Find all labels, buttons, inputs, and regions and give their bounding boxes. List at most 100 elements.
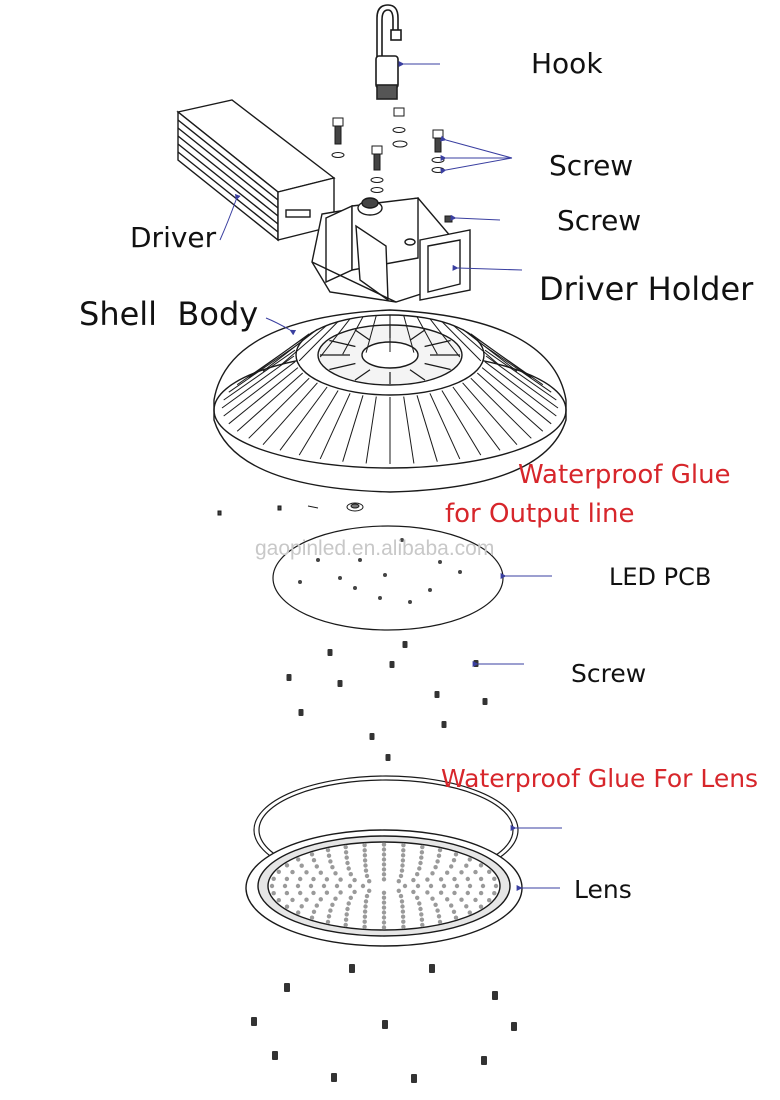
- lens-cell: [467, 910, 472, 915]
- label-screw-top: Screw: [549, 149, 634, 182]
- lens-screw: [251, 1017, 257, 1026]
- heatsink-fin: [403, 396, 415, 464]
- heatsink-fin: [223, 361, 296, 417]
- led-pcb-part: [272, 525, 504, 631]
- heatsink-fin: [476, 372, 544, 432]
- lens-cell: [449, 864, 454, 869]
- lens-cell: [451, 909, 457, 914]
- lens-cell: [425, 877, 430, 882]
- lens-cell: [299, 863, 304, 868]
- lens-screw: [492, 991, 498, 1000]
- pcb-hole: [316, 558, 320, 562]
- lens-cell: [298, 876, 303, 882]
- lens-cell: [271, 876, 276, 881]
- lens-cell: [318, 870, 323, 875]
- hook-part: [375, 4, 402, 100]
- lens-cell: [345, 860, 350, 866]
- lens-cell: [362, 919, 367, 924]
- small-screw: [389, 661, 395, 668]
- top-screws: [331, 107, 453, 223]
- lens-cell: [381, 895, 387, 900]
- small-screw: [441, 721, 447, 728]
- lens-cell: [441, 883, 447, 889]
- lens-cell: [381, 852, 387, 857]
- lens-cell: [298, 890, 303, 896]
- lens-cell: [415, 895, 420, 900]
- lens-cell: [326, 853, 332, 858]
- lens-cell: [465, 876, 470, 882]
- lens-screw: [272, 1051, 278, 1060]
- lens-cell: [304, 870, 309, 875]
- lens-cell: [480, 883, 486, 889]
- heatsink-fin: [248, 333, 310, 379]
- hub-rib: [354, 329, 371, 341]
- lens-cell: [346, 901, 351, 906]
- lens-cell: [478, 904, 484, 909]
- small-screw: [286, 674, 292, 681]
- lens-cell: [452, 890, 457, 896]
- lens-cell: [453, 915, 459, 920]
- heatsink-fin: [441, 390, 482, 456]
- lens-cell: [324, 890, 330, 895]
- lens-cell: [347, 883, 353, 889]
- heatsink-fin: [365, 315, 377, 353]
- lens-cell: [344, 855, 349, 860]
- lens-cell: [419, 912, 424, 917]
- pcb-hole: [428, 588, 432, 592]
- lens-cell: [333, 896, 338, 901]
- pcb-hole: [358, 558, 362, 562]
- lens-cell: [459, 897, 464, 902]
- heatsink-fin: [228, 367, 299, 425]
- heatsink-fin: [248, 377, 310, 439]
- lens-cell: [284, 863, 290, 868]
- lens-cell: [493, 883, 499, 889]
- heatsink-fin: [279, 386, 328, 451]
- lens-cell: [364, 873, 370, 879]
- hub-rib: [424, 362, 451, 371]
- heatsink-fin: [342, 316, 364, 355]
- lens-cell: [430, 896, 435, 901]
- lens-cell: [419, 855, 424, 860]
- lens-cell: [438, 877, 444, 882]
- lens-cell: [419, 850, 425, 855]
- heatsink-fin: [279, 324, 328, 367]
- heatsink-fin: [298, 321, 339, 362]
- pcb-hole: [378, 596, 382, 600]
- lens-cell: [321, 883, 327, 889]
- hub-rib: [329, 339, 356, 348]
- lens-cell: [464, 863, 469, 868]
- heatsink-fin: [477, 338, 544, 386]
- lens-cell: [381, 890, 387, 895]
- lens-cell: [400, 904, 405, 909]
- lens-cell: [467, 857, 472, 862]
- heatsink-fin: [319, 318, 351, 358]
- pcb-hole: [458, 570, 462, 574]
- lens-cell: [362, 853, 368, 858]
- lens-cell: [304, 897, 309, 902]
- lens-cell: [334, 883, 340, 889]
- lens-cell: [433, 902, 438, 907]
- lens-cell: [400, 863, 405, 868]
- label-waterproof-glue-output-2: for Output line: [445, 499, 635, 529]
- lens-screw: [284, 983, 290, 992]
- lens-cell: [295, 883, 301, 889]
- lens-cell: [438, 890, 444, 895]
- leader-lines: [219, 61, 562, 891]
- pcb-hole: [383, 573, 387, 577]
- lens-cell: [344, 912, 349, 917]
- lens-cell: [352, 877, 357, 883]
- lens-cell: [445, 897, 450, 902]
- pcb-hole: [353, 586, 357, 590]
- lens-cell: [352, 889, 357, 895]
- lens-cell: [338, 877, 343, 882]
- lens-cell: [401, 919, 406, 924]
- lens-cell: [420, 844, 425, 850]
- small-screw: [327, 649, 333, 656]
- label-screw-pcb: Screw: [571, 659, 647, 688]
- lens-screws: [251, 964, 517, 1083]
- lens-cell: [367, 888, 372, 893]
- lens-cell: [437, 919, 443, 925]
- lens-cell: [451, 858, 457, 863]
- pcb-hole: [438, 560, 442, 564]
- pcb-hole: [408, 600, 412, 604]
